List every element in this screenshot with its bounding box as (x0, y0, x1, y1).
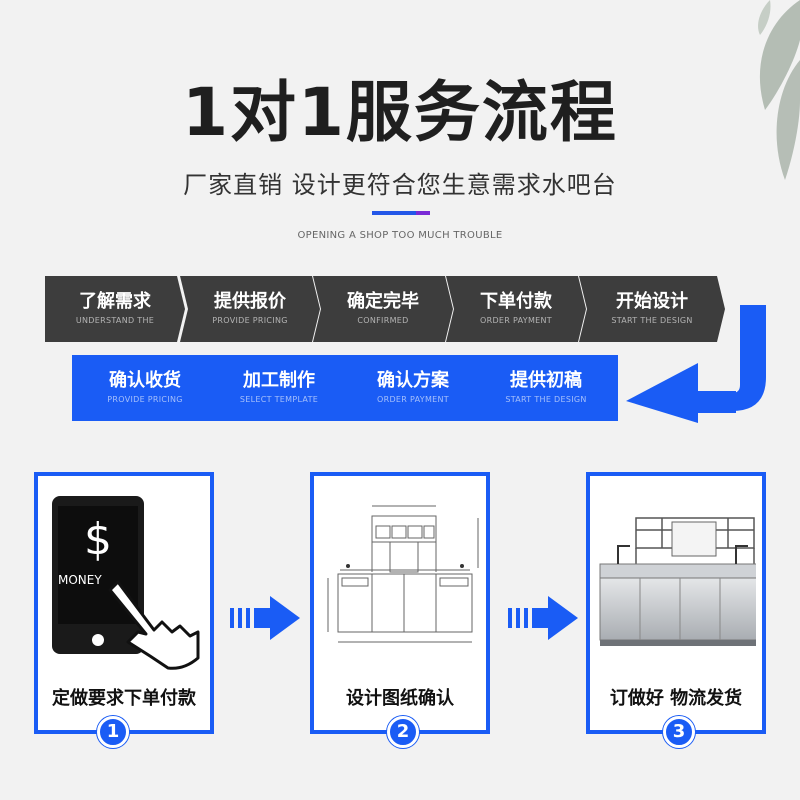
step-subtitle: SELECT TEMPLATE (239, 395, 319, 404)
step-subtitle: START THE DESIGN (611, 316, 693, 325)
step-subtitle: START THE DESIGN (505, 395, 587, 404)
card-caption: 订做好 物流发货 (609, 688, 743, 709)
step-subtitle: UNDERSTAND THE (75, 316, 155, 325)
step-title: 下单付款 (480, 291, 552, 312)
right-arrow-icon (230, 596, 300, 640)
step-title: 确定完毕 (347, 291, 419, 312)
process-step-manufacture: 加工制作 SELECT TEMPLATE (206, 355, 352, 421)
process-step-start-design: 开始设计 START THE DESIGN (579, 276, 725, 342)
page-subtitle: 厂家直销 设计更符合您生意需求水吧台 (183, 171, 617, 199)
step-title: 提供报价 (214, 291, 286, 312)
step-subtitle: PROVIDE PRICING (212, 316, 288, 325)
step-title: 开始设计 (616, 291, 688, 312)
step-subtitle: CONFIRMED (357, 316, 409, 325)
step-card-shipping: 订做好 物流发货 (586, 472, 766, 734)
process-step-understand: 了解需求 UNDERSTAND THE (45, 276, 185, 342)
right-arrow-icon (508, 596, 578, 640)
step-card-design: 设计图纸确认 (310, 472, 490, 734)
step-number-badge: 1 (97, 716, 129, 748)
step-subtitle: PROVIDE PRICING (107, 395, 183, 404)
step-number-badge: 3 (663, 716, 695, 748)
step-title: 了解需求 (79, 291, 151, 312)
card-caption: 定做要求下单付款 (52, 688, 196, 709)
u-turn-arrow-icon (626, 305, 766, 423)
process-step-first-draft: 提供初稿 START THE DESIGN (474, 355, 618, 421)
card-caption: 设计图纸确认 (346, 688, 454, 709)
process-step-order-payment: 下单付款 ORDER PAYMENT (446, 276, 586, 342)
phone-payment-icon: $ MONEY (52, 496, 200, 670)
dollar-sign: $ (84, 514, 112, 565)
process-step-pricing: 提供报价 PROVIDE PRICING (180, 276, 320, 342)
leaf-decoration (758, 0, 800, 180)
step-subtitle: ORDER PAYMENT (377, 395, 449, 404)
stainless-counter-icon (599, 517, 756, 646)
step-title: 确认收货 (109, 370, 181, 391)
process-step-confirm-plan: 确认方案 ORDER PAYMENT (340, 355, 486, 421)
step-title: 加工制作 (243, 370, 315, 391)
accent-divider (372, 211, 430, 215)
step-subtitle: ORDER PAYMENT (480, 316, 552, 325)
blueprint-drawing-icon (327, 505, 479, 643)
step-number-badge: 2 (387, 716, 419, 748)
step-title: 确认方案 (377, 370, 449, 391)
page-title: 1对1服务流程 (182, 74, 618, 151)
process-step-receive: 确认收货 PROVIDE PRICING (72, 355, 218, 421)
money-label: MONEY (58, 573, 102, 587)
process-step-confirmed: 确定完毕 CONFIRMED (313, 276, 453, 342)
english-subtitle: OPENING A SHOP TOO MUCH TROUBLE (297, 230, 503, 241)
step-title: 提供初稿 (510, 370, 582, 391)
step-card-payment: $ MONEY 定做要求下单付款 (34, 472, 214, 734)
